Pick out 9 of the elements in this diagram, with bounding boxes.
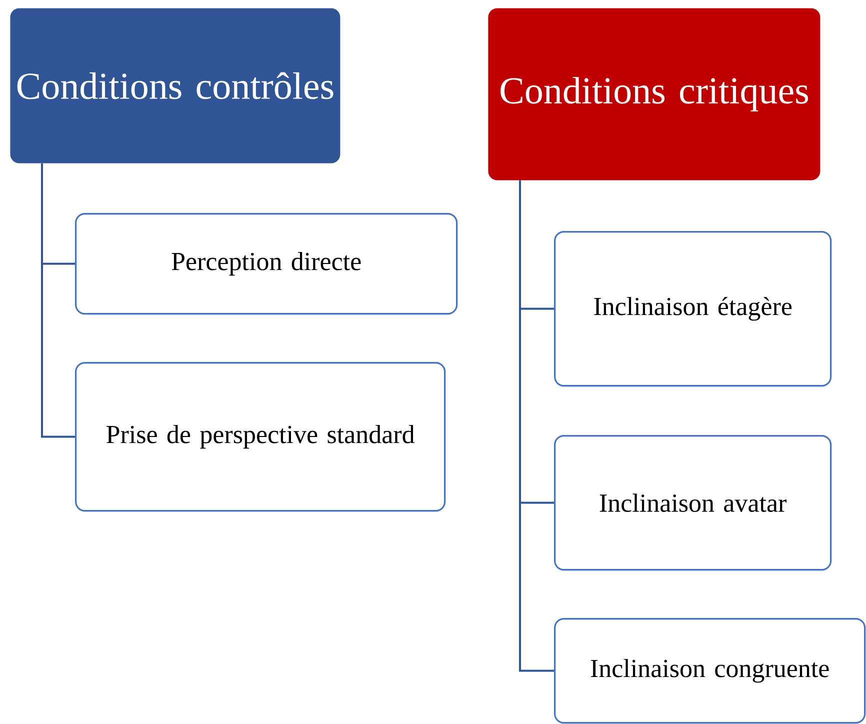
- header-box: Conditions contrôles: [10, 8, 340, 164]
- process-box: Inclinaison étagère: [554, 231, 832, 387]
- connector: [519, 180, 554, 672]
- process-box: Prise de perspective standard: [75, 362, 446, 512]
- process-box: Perception directe: [75, 213, 458, 315]
- process-box: Inclinaison avatar: [554, 435, 832, 571]
- connector: [41, 163, 75, 438]
- process-box: Inclinaison congruente: [554, 618, 866, 724]
- header-box: Conditions critiques: [488, 8, 820, 180]
